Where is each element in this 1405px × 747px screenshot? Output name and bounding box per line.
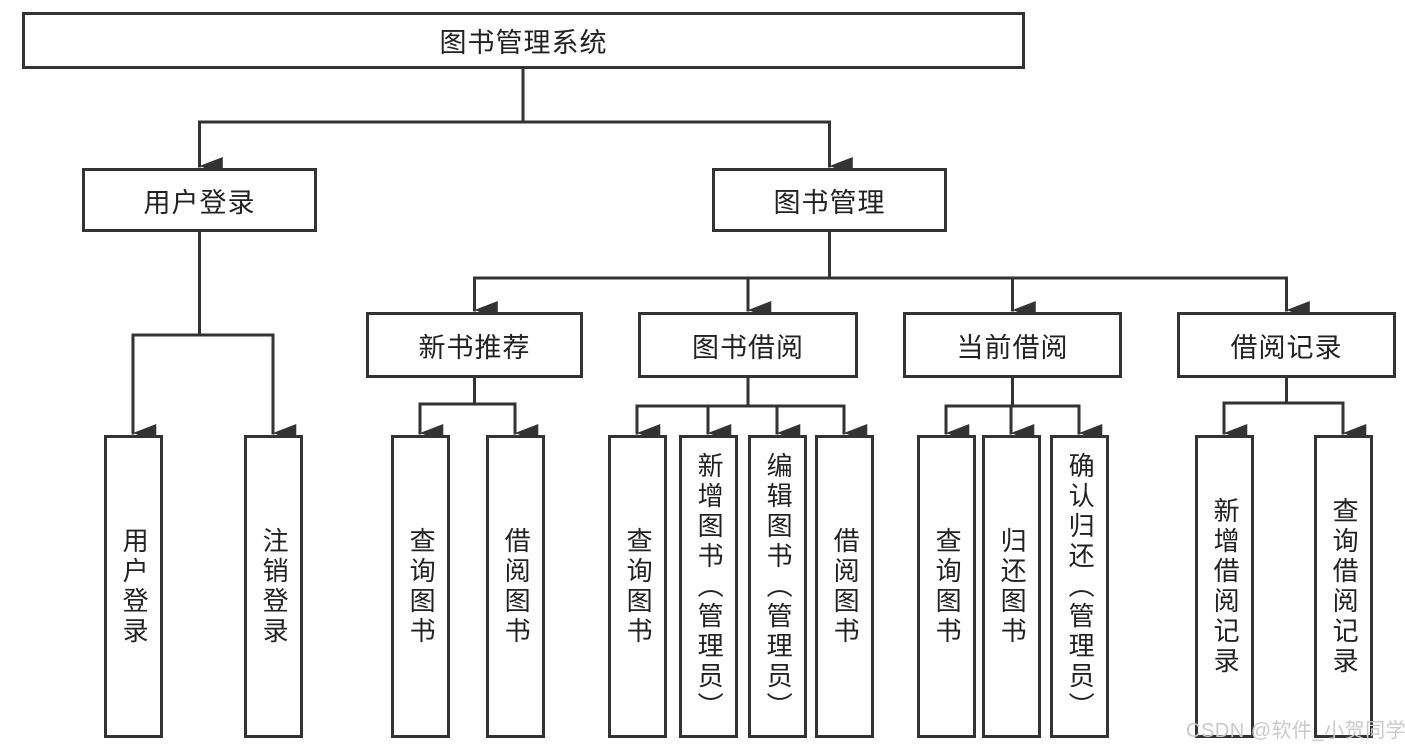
node-new-book-rec: 新书推荐 (366, 312, 583, 378)
leaf-query-book-current: 查询图书 (917, 435, 976, 738)
leaf-edit-book-admin: 编辑图书（管理员） (748, 435, 807, 738)
leaf-edit-book-admin-label: 编辑图书（管理员） (763, 451, 794, 722)
leaf-borrow-book-borrow: 借阅图书 (815, 435, 874, 738)
leaf-borrow-book-rec: 借阅图书 (486, 435, 545, 738)
node-user-login: 用户登录 (82, 168, 317, 232)
leaf-logout: 注销登录 (244, 435, 303, 738)
leaf-user-login: 用户登录 (104, 435, 163, 738)
node-current-borrow-label: 当前借阅 (956, 332, 1069, 363)
connector-borrow-records (1222, 376, 1367, 442)
connector-book-mgmt (473, 230, 1310, 319)
leaf-query-book-borrow: 查询图书 (608, 435, 667, 738)
node-book-mgmt: 图书管理 (712, 168, 947, 232)
leaf-add-borrow-record-label: 新增借阅记录 (1210, 496, 1241, 677)
node-book-borrow: 图书借阅 (638, 312, 858, 378)
leaf-query-book-rec-label: 查询图书 (406, 526, 437, 647)
leaf-query-book-current-label: 查询图书 (932, 526, 963, 647)
leaf-query-book-rec: 查询图书 (391, 435, 450, 738)
leaf-borrow-book-rec-label: 借阅图书 (501, 526, 532, 647)
connector-root (198, 67, 853, 175)
leaf-add-borrow-record: 新增借阅记录 (1195, 435, 1254, 738)
csdn-watermark: CSDN @软件_小贺同学 (1186, 720, 1405, 742)
node-root: 图书管理系统 (22, 12, 1025, 69)
node-borrow-records: 借阅记录 (1177, 312, 1396, 378)
leaf-logout-label: 注销登录 (259, 526, 290, 647)
leaf-return-book-label: 归还图书 (997, 526, 1028, 647)
leaf-user-login-label: 用户登录 (119, 526, 150, 647)
node-book-borrow-label: 图书借阅 (692, 332, 804, 363)
node-borrow-records-label: 借阅记录 (1230, 332, 1343, 363)
node-book-mgmt-label: 图书管理 (773, 187, 886, 218)
leaf-confirm-return-admin: 确认归还（管理员） (1050, 435, 1109, 738)
connector-new-book-rec (418, 376, 539, 442)
leaf-add-book-admin: 新增图书（管理员） (679, 435, 738, 738)
leaf-confirm-return-admin-label: 确认归还（管理员） (1065, 451, 1096, 722)
leaf-borrow-book-borrow-label: 借阅图书 (830, 526, 861, 647)
connector-user-login (131, 230, 297, 442)
connector-book-borrow (635, 376, 868, 442)
leaf-query-borrow-record-label: 查询借阅记录 (1329, 496, 1360, 677)
node-current-borrow: 当前借阅 (903, 312, 1122, 378)
node-new-book-rec-label: 新书推荐 (418, 332, 531, 363)
leaf-add-book-admin-label: 新增图书（管理员） (694, 451, 725, 722)
node-user-login-label: 用户登录 (143, 187, 256, 218)
node-root-label: 图书管理系统 (439, 28, 608, 58)
leaf-return-book: 归还图书 (982, 435, 1041, 738)
leaf-query-book-borrow-label: 查询图书 (623, 526, 654, 647)
leaf-query-borrow-record: 查询借阅记录 (1314, 435, 1373, 738)
connector-current-borrow (944, 376, 1103, 442)
